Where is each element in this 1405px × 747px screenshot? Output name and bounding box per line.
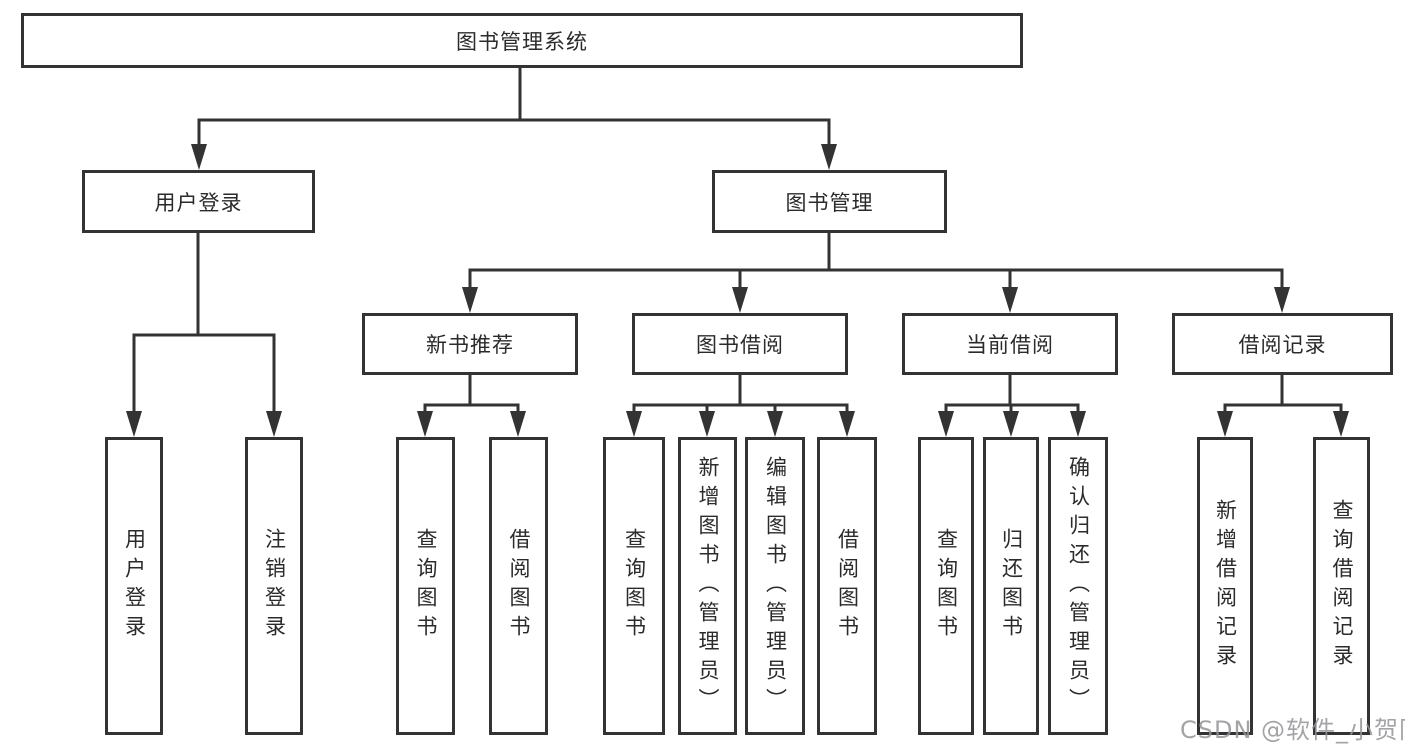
node-label: 查询图书 [934, 528, 959, 644]
node-label: 借阅图书 [507, 528, 531, 644]
node-label: 注销登录 [262, 528, 287, 644]
node-label: 查询图书 [414, 528, 438, 644]
node-root-library-management-system: 图书管理系统 [21, 13, 1023, 68]
node-book-borrow: 图书借阅 [632, 313, 848, 375]
leaf-add-books-admin: 新增图书（管理员） [678, 437, 737, 735]
leaf-logout: 注销登录 [245, 437, 303, 735]
node-user-login-module: 用户登录 [82, 170, 315, 233]
leaf-borrow-books: 借阅图书 [817, 437, 877, 735]
arrowheads [126, 144, 1349, 437]
node-label: 借阅记录 [1238, 333, 1327, 357]
node-label: 当前借阅 [966, 333, 1054, 357]
leaf-return-books: 归还图书 [983, 437, 1039, 735]
node-borrow-records: 借阅记录 [1172, 313, 1393, 375]
leaf-user-login: 用户登录 [105, 437, 163, 735]
leaf-query-books-borrow: 查询图书 [603, 437, 665, 735]
leaf-borrow-books-recommend: 借阅图书 [489, 437, 548, 735]
node-label: 用户登录 [122, 528, 147, 644]
leaf-edit-books-admin: 编辑图书（管理员） [745, 437, 805, 735]
node-label: 借阅图书 [835, 528, 860, 644]
node-label: 用户登录 [154, 190, 243, 215]
node-new-book-recommend: 新书推荐 [362, 313, 578, 375]
leaf-query-books-current: 查询图书 [918, 437, 974, 735]
leaf-query-borrow-record: 查询借阅记录 [1313, 437, 1370, 735]
node-book-management-module: 图书管理 [712, 170, 947, 233]
node-label: 图书管理系统 [456, 29, 588, 54]
node-label: 确认归还（管理员） [1066, 455, 1091, 717]
node-label: 新增借阅记录 [1213, 499, 1238, 673]
csdn-watermark: CSDN @软件_小贺同学 [1180, 716, 1405, 744]
leaf-confirm-return-admin: 确认归还（管理员） [1048, 437, 1108, 735]
node-label: 查询图书 [622, 528, 647, 644]
node-label: 新书推荐 [426, 333, 514, 357]
node-label: 图书借阅 [696, 333, 784, 357]
node-label: 查询借阅记录 [1330, 499, 1354, 673]
leaf-add-borrow-record: 新增借阅记录 [1197, 437, 1253, 735]
leaf-query-books-recommend: 查询图书 [396, 437, 455, 735]
node-current-borrow: 当前借阅 [902, 313, 1118, 375]
node-label: 编辑图书（管理员） [763, 455, 788, 717]
node-label: 图书管理 [785, 190, 874, 215]
node-label: 归还图书 [999, 528, 1024, 644]
node-label: 新增图书（管理员） [696, 455, 720, 717]
